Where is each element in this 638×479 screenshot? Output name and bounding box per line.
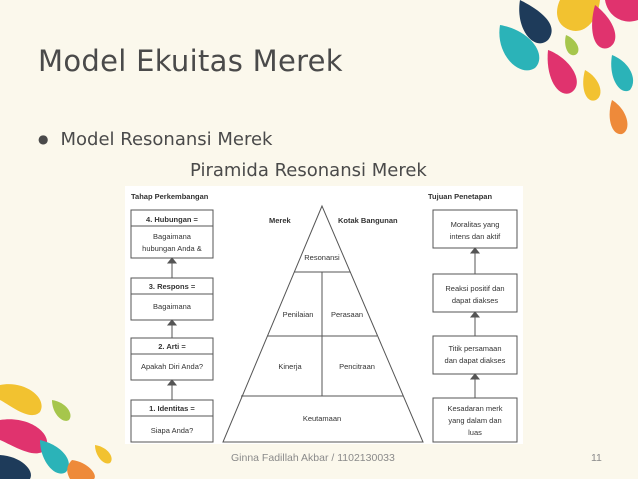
drop-shape bbox=[0, 419, 48, 454]
diagram-subtitle: Piramida Resonansi Merek bbox=[190, 160, 427, 181]
stage-title: 1. Identitas = bbox=[149, 404, 195, 413]
objective-box bbox=[432, 335, 518, 375]
drop-shape bbox=[499, 25, 540, 71]
brand-resonance-diagram: Tahap Perkembangan Tujuan Penetapan Mere… bbox=[125, 186, 523, 444]
pyramid-header-brand: Merek bbox=[269, 216, 291, 225]
drop-shape bbox=[40, 440, 69, 474]
stage-text: Bagaimana bbox=[153, 302, 191, 311]
drop-shape bbox=[611, 55, 634, 92]
stage-text: Siapa Anda? bbox=[150, 426, 194, 435]
slide-title: Model Ekuitas Merek bbox=[38, 44, 343, 78]
stage-title: 3. Respons = bbox=[148, 282, 196, 291]
drop-shape bbox=[547, 50, 577, 94]
bullet-text: Model Resonansi Merek bbox=[60, 129, 273, 150]
drop-shape bbox=[67, 460, 95, 479]
pyramid-header-blocks: Kotak Bangunan bbox=[338, 216, 398, 225]
objective-text: Kesadaran merk bbox=[447, 404, 503, 413]
objective-text: intens dan aktif bbox=[449, 232, 501, 241]
objectives-header: Tujuan Penetapan bbox=[428, 192, 493, 201]
drop-shape bbox=[52, 400, 71, 421]
drop-shape bbox=[583, 70, 601, 101]
objective-box bbox=[432, 209, 518, 249]
pyramid-salience: Keutamaan bbox=[302, 414, 342, 423]
drop-shape bbox=[557, 0, 600, 31]
drop-shape bbox=[565, 35, 579, 56]
stage-text: Bagaimana bbox=[153, 232, 191, 241]
objective-box bbox=[432, 273, 518, 313]
objective-text: dan dapat diakses bbox=[444, 356, 506, 365]
bullet-dot: ● bbox=[38, 132, 49, 146]
pyramid-feelings: Perasaan bbox=[330, 310, 364, 319]
page-number: 11 bbox=[591, 452, 602, 464]
pyramid-outline bbox=[222, 204, 424, 443]
objective-text: luas bbox=[468, 428, 482, 437]
diagram-lines bbox=[130, 204, 518, 443]
drop-shape bbox=[95, 445, 112, 464]
stage-title: 2. Arti = bbox=[158, 342, 186, 351]
pyramid-judgments: Penilaian bbox=[282, 310, 314, 319]
objective-text: Moralitas yang bbox=[450, 220, 500, 229]
stage-title: 4. Hubungan = bbox=[146, 215, 198, 224]
objective-text: dapat diakses bbox=[451, 296, 499, 305]
drop-shape bbox=[0, 384, 42, 416]
stage-text: Apakah Diri Anda? bbox=[140, 362, 204, 371]
pyramid-imagery: Pencitraan bbox=[339, 362, 375, 371]
drop-shape bbox=[0, 455, 31, 479]
stage-text: hubungan Anda & bbox=[142, 244, 202, 253]
objective-text: Reaksi positif dan bbox=[445, 284, 505, 293]
objective-text: Titik persamaan bbox=[448, 344, 502, 353]
bullet-item: ● Model Resonansi Merek bbox=[38, 129, 272, 150]
objective-text: yang dalam dan bbox=[448, 416, 502, 425]
drop-shape bbox=[609, 100, 628, 135]
footer-author: Ginna Fadillah Akbar / 1102130033 bbox=[231, 452, 395, 464]
pyramid-performance: Kinerja bbox=[278, 362, 302, 371]
drop-shape bbox=[605, 0, 638, 22]
drop-shape bbox=[519, 0, 552, 44]
pyramid-resonance: Resonansi bbox=[304, 253, 340, 262]
stages-header: Tahap Perkembangan bbox=[131, 192, 209, 201]
drop-shape bbox=[592, 5, 616, 49]
